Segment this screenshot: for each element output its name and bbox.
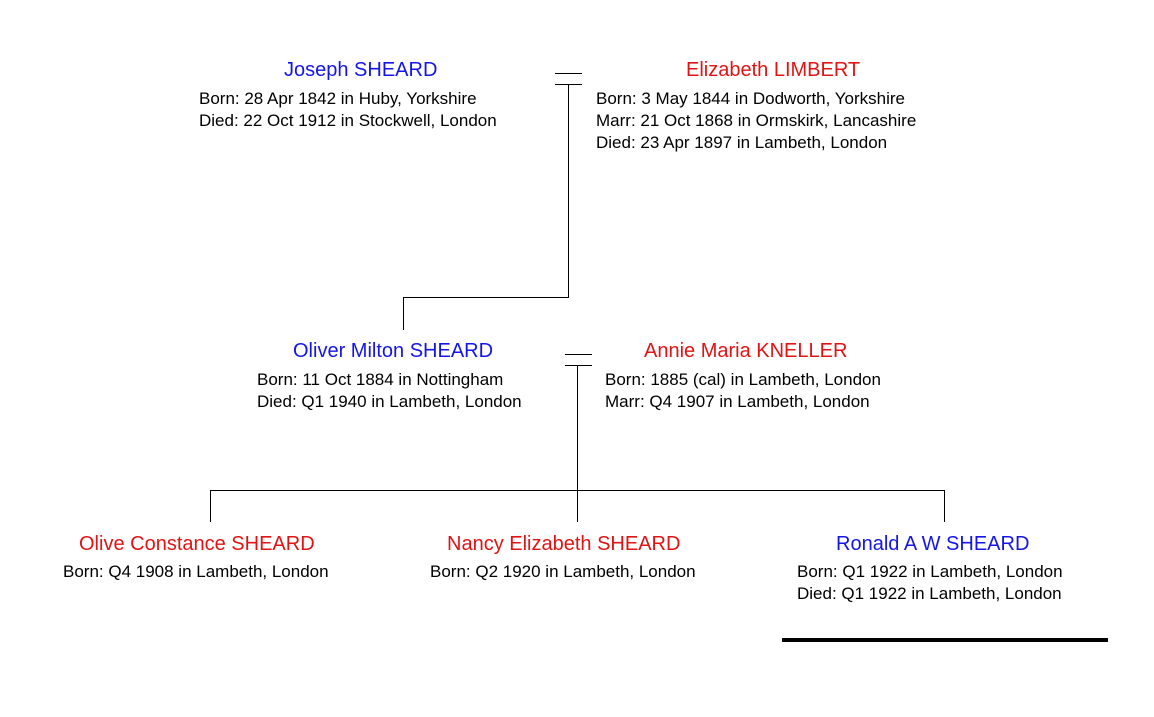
- descent-line-vertical: [577, 365, 578, 522]
- person-info-elizabeth-limbert: Born: 3 May 1844 in Dodworth, Yorkshire …: [596, 88, 916, 154]
- marriage-connector-top: [555, 73, 582, 74]
- born-line: Born: 1885 (cal) in Lambeth, London: [605, 370, 881, 389]
- born-line: Born: Q1 1922 in Lambeth, London: [797, 562, 1063, 581]
- person-info-annie-maria-kneller: Born: 1885 (cal) in Lambeth, London Marr…: [605, 369, 881, 413]
- marriage-line: Marr: Q4 1907 in Lambeth, London: [605, 392, 870, 411]
- descent-line-to-child: [403, 297, 404, 330]
- marriage-connector-top: [565, 354, 592, 355]
- separator-line: [782, 638, 1108, 642]
- born-line: Born: 11 Oct 1884 in Nottingham: [257, 370, 504, 389]
- person-info-oliver-milton-sheard: Born: 11 Oct 1884 in Nottingham Died: Q1…: [257, 369, 522, 413]
- person-info-olive-constance-sheard: Born: Q4 1908 in Lambeth, London: [63, 561, 329, 583]
- person-name-joseph-sheard[interactable]: Joseph SHEARD: [284, 59, 438, 81]
- person-name-ronald-a-w-sheard[interactable]: Ronald A W SHEARD: [836, 533, 1030, 555]
- children-bar-horizontal: [210, 490, 945, 491]
- died-line: Died: Q1 1922 in Lambeth, London: [797, 584, 1062, 603]
- person-info-joseph-sheard: Born: 28 Apr 1842 in Huby, Yorkshire Die…: [199, 88, 497, 132]
- born-line: Born: Q2 1920 in Lambeth, London: [430, 562, 696, 581]
- descent-line-vertical: [568, 84, 569, 298]
- died-line: Died: 23 Apr 1897 in Lambeth, London: [596, 133, 888, 152]
- died-line: Died: Q1 1940 in Lambeth, London: [257, 392, 522, 411]
- person-name-elizabeth-limbert[interactable]: Elizabeth LIMBERT: [686, 59, 861, 81]
- person-name-annie-maria-kneller[interactable]: Annie Maria KNELLER: [644, 340, 848, 362]
- descent-line-horizontal: [403, 297, 569, 298]
- born-line: Born: Q4 1908 in Lambeth, London: [63, 562, 329, 581]
- born-line: Born: 28 Apr 1842 in Huby, Yorkshire: [199, 89, 477, 108]
- marriage-line: Marr: 21 Oct 1868 in Ormskirk, Lancashir…: [596, 111, 917, 130]
- died-line: Died: 22 Oct 1912 in Stockwell, London: [199, 111, 497, 130]
- person-name-nancy-elizabeth-sheard[interactable]: Nancy Elizabeth SHEARD: [447, 533, 681, 555]
- person-info-ronald-a-w-sheard: Born: Q1 1922 in Lambeth, London Died: Q…: [797, 561, 1063, 605]
- born-line: Born: 3 May 1844 in Dodworth, Yorkshire: [596, 89, 906, 108]
- person-info-nancy-elizabeth-sheard: Born: Q2 1920 in Lambeth, London: [430, 561, 696, 583]
- child-line-ronald: [944, 490, 945, 522]
- marriage-connector-bottom: [565, 365, 592, 366]
- person-name-olive-constance-sheard[interactable]: Olive Constance SHEARD: [79, 533, 315, 555]
- person-name-oliver-milton-sheard[interactable]: Oliver Milton SHEARD: [293, 340, 494, 362]
- child-line-olive: [210, 490, 211, 522]
